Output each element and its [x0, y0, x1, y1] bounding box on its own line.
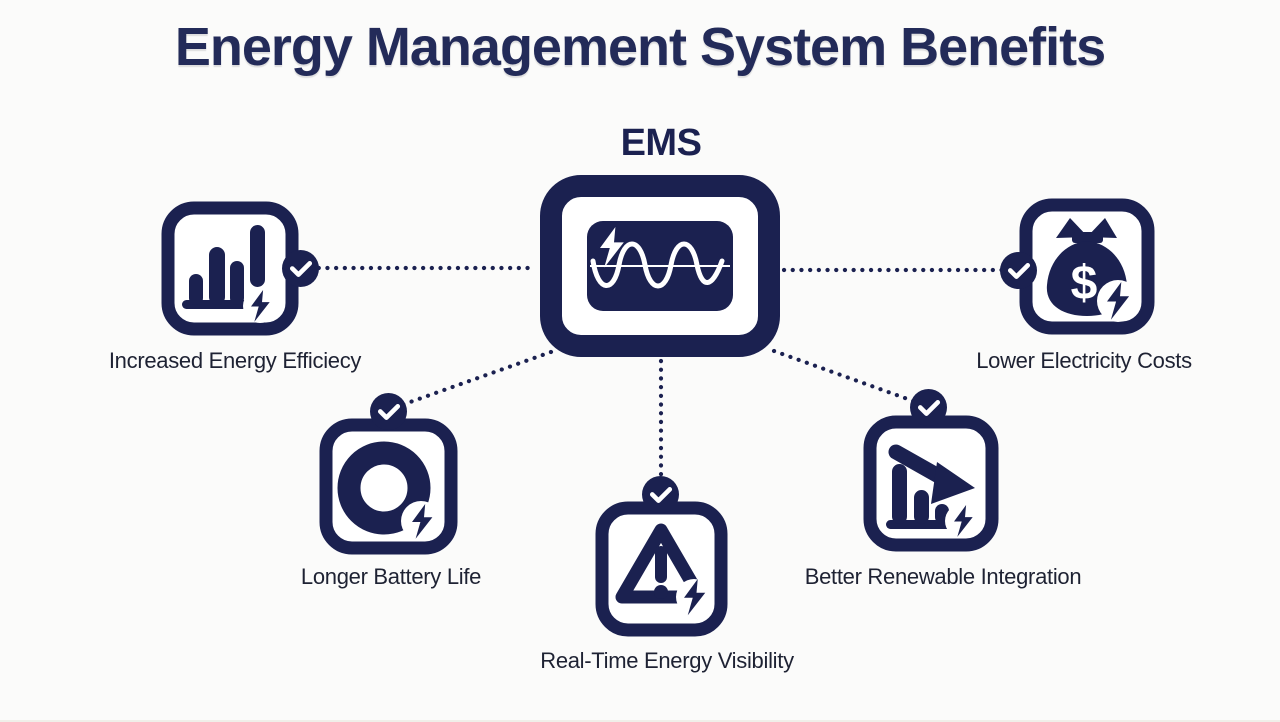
label-efficiency: Increased Energy Efficiecy	[108, 348, 362, 373]
label-battery: Longer Battery Life	[300, 564, 482, 589]
node-costs: $	[1000, 197, 1156, 336]
label-visibility: Real-Time Energy Visibility	[540, 648, 794, 673]
node-battery	[318, 393, 459, 556]
label-costs: Lower Electricity Costs	[976, 348, 1192, 373]
page-title: Energy Management System Benefits	[174, 17, 1106, 77]
svg-text:$: $	[1071, 257, 1098, 310]
connector-ems-battery	[396, 349, 554, 409]
node-visibility	[594, 476, 729, 638]
monitor-sine-wave-bolt-icon	[540, 175, 780, 357]
bar-chart-bolt-icon	[161, 201, 299, 336]
node-ems	[540, 175, 780, 357]
check-badge-icon	[642, 476, 679, 513]
warning-triangle-bolt-icon	[595, 501, 728, 637]
check-badge-icon	[282, 250, 319, 287]
battery-ring-bolt-icon	[319, 418, 458, 555]
connector-ems-renewable	[771, 348, 919, 405]
label-renewable: Better Renewable Integration	[804, 564, 1082, 589]
node-efficiency	[160, 200, 319, 337]
check-badge-icon	[370, 393, 407, 430]
declining-chart-arrow-bolt-icon	[863, 415, 999, 552]
money-bag-dollar-bolt-icon: $	[1019, 198, 1155, 335]
node-renewable	[862, 389, 1000, 553]
ems-title: EMS	[620, 122, 702, 164]
check-badge-icon	[910, 389, 947, 426]
check-badge-icon	[1000, 252, 1037, 289]
